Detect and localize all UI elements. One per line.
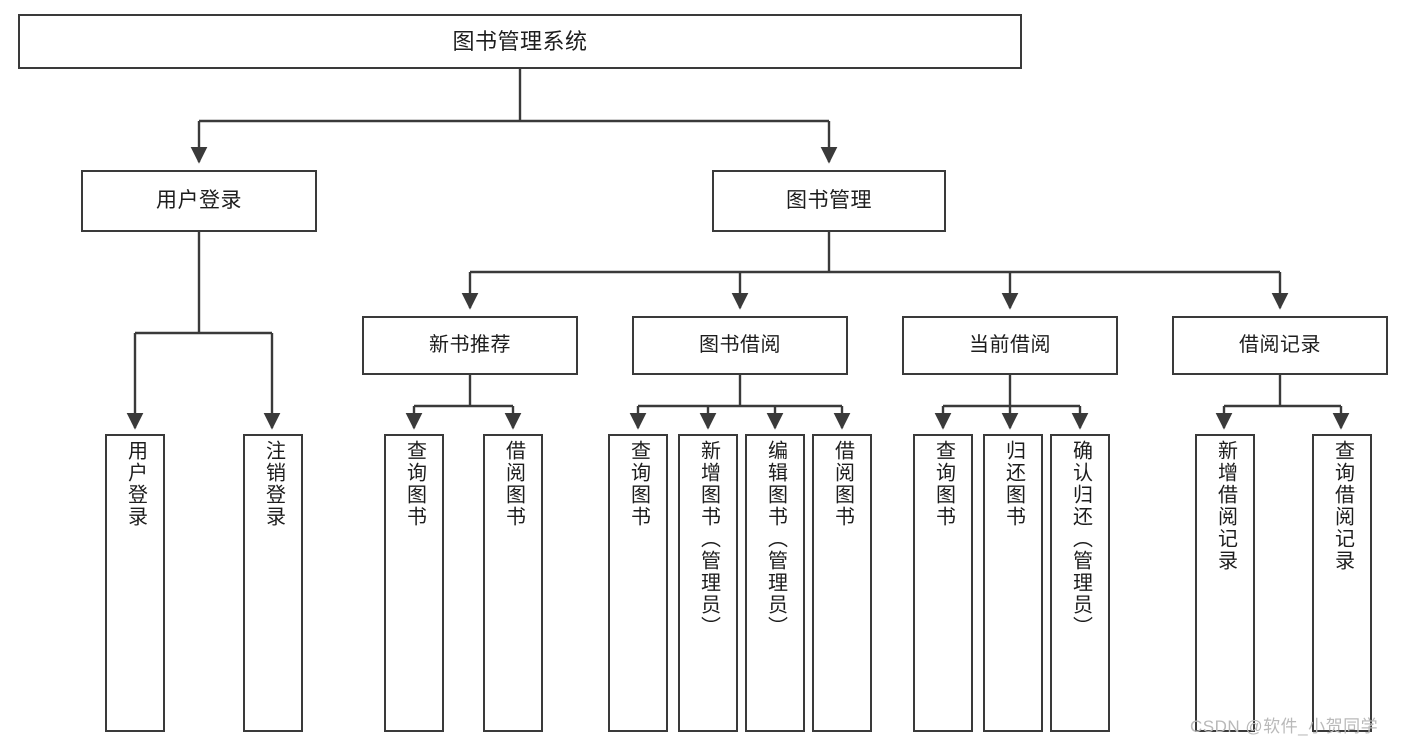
node-label: 用户登录 <box>156 188 242 212</box>
node-label: 用户登录 <box>124 440 147 528</box>
node-label: 编辑图书（管理员） <box>764 440 787 638</box>
node-label: 新增借阅记录 <box>1214 440 1237 572</box>
leaf-current-return-book[interactable]: 归还图书 <box>983 434 1043 732</box>
node-label: 当前借阅 <box>969 334 1051 356</box>
node-label: 注销登录 <box>262 440 285 528</box>
node-book-management[interactable]: 图书管理 <box>712 170 946 232</box>
leaf-borrow-query-book[interactable]: 查询图书 <box>608 434 668 732</box>
node-label: 新增图书（管理员） <box>697 440 720 638</box>
leaf-recommend-query-book[interactable]: 查询图书 <box>384 434 444 732</box>
node-label: 借阅图书 <box>502 440 525 528</box>
node-label: 图书管理 <box>786 188 872 212</box>
leaf-current-query-book[interactable]: 查询图书 <box>913 434 973 732</box>
node-book-borrow[interactable]: 图书借阅 <box>632 316 848 375</box>
node-current-borrow[interactable]: 当前借阅 <box>902 316 1118 375</box>
leaf-record-query-record[interactable]: 查询借阅记录 <box>1312 434 1372 732</box>
node-label: 查询图书 <box>403 440 426 528</box>
node-label: 借阅图书 <box>831 440 854 528</box>
node-label: 确认归还（管理员） <box>1069 440 1092 638</box>
node-label: 查询借阅记录 <box>1331 440 1354 572</box>
leaf-current-confirm-return[interactable]: 确认归还（管理员） <box>1050 434 1110 732</box>
leaf-recommend-borrow-book[interactable]: 借阅图书 <box>483 434 543 732</box>
node-root-system[interactable]: 图书管理系统 <box>18 14 1022 69</box>
leaf-record-add-record[interactable]: 新增借阅记录 <box>1195 434 1255 732</box>
leaf-borrow-borrow-book[interactable]: 借阅图书 <box>812 434 872 732</box>
node-label: 图书借阅 <box>699 334 781 356</box>
node-label: 借阅记录 <box>1239 334 1321 356</box>
node-label: 归还图书 <box>1002 440 1025 528</box>
node-borrow-record[interactable]: 借阅记录 <box>1172 316 1388 375</box>
node-label: 新书推荐 <box>429 334 511 356</box>
leaf-user-login-logout[interactable]: 注销登录 <box>243 434 303 732</box>
node-user-login[interactable]: 用户登录 <box>81 170 317 232</box>
leaf-borrow-add-book[interactable]: 新增图书（管理员） <box>678 434 738 732</box>
leaf-user-login-login[interactable]: 用户登录 <box>105 434 165 732</box>
leaf-borrow-edit-book[interactable]: 编辑图书（管理员） <box>745 434 805 732</box>
node-new-book-recommend[interactable]: 新书推荐 <box>362 316 578 375</box>
node-label: 图书管理系统 <box>452 28 588 54</box>
node-label: 查询图书 <box>932 440 955 528</box>
node-label: 查询图书 <box>627 440 650 528</box>
